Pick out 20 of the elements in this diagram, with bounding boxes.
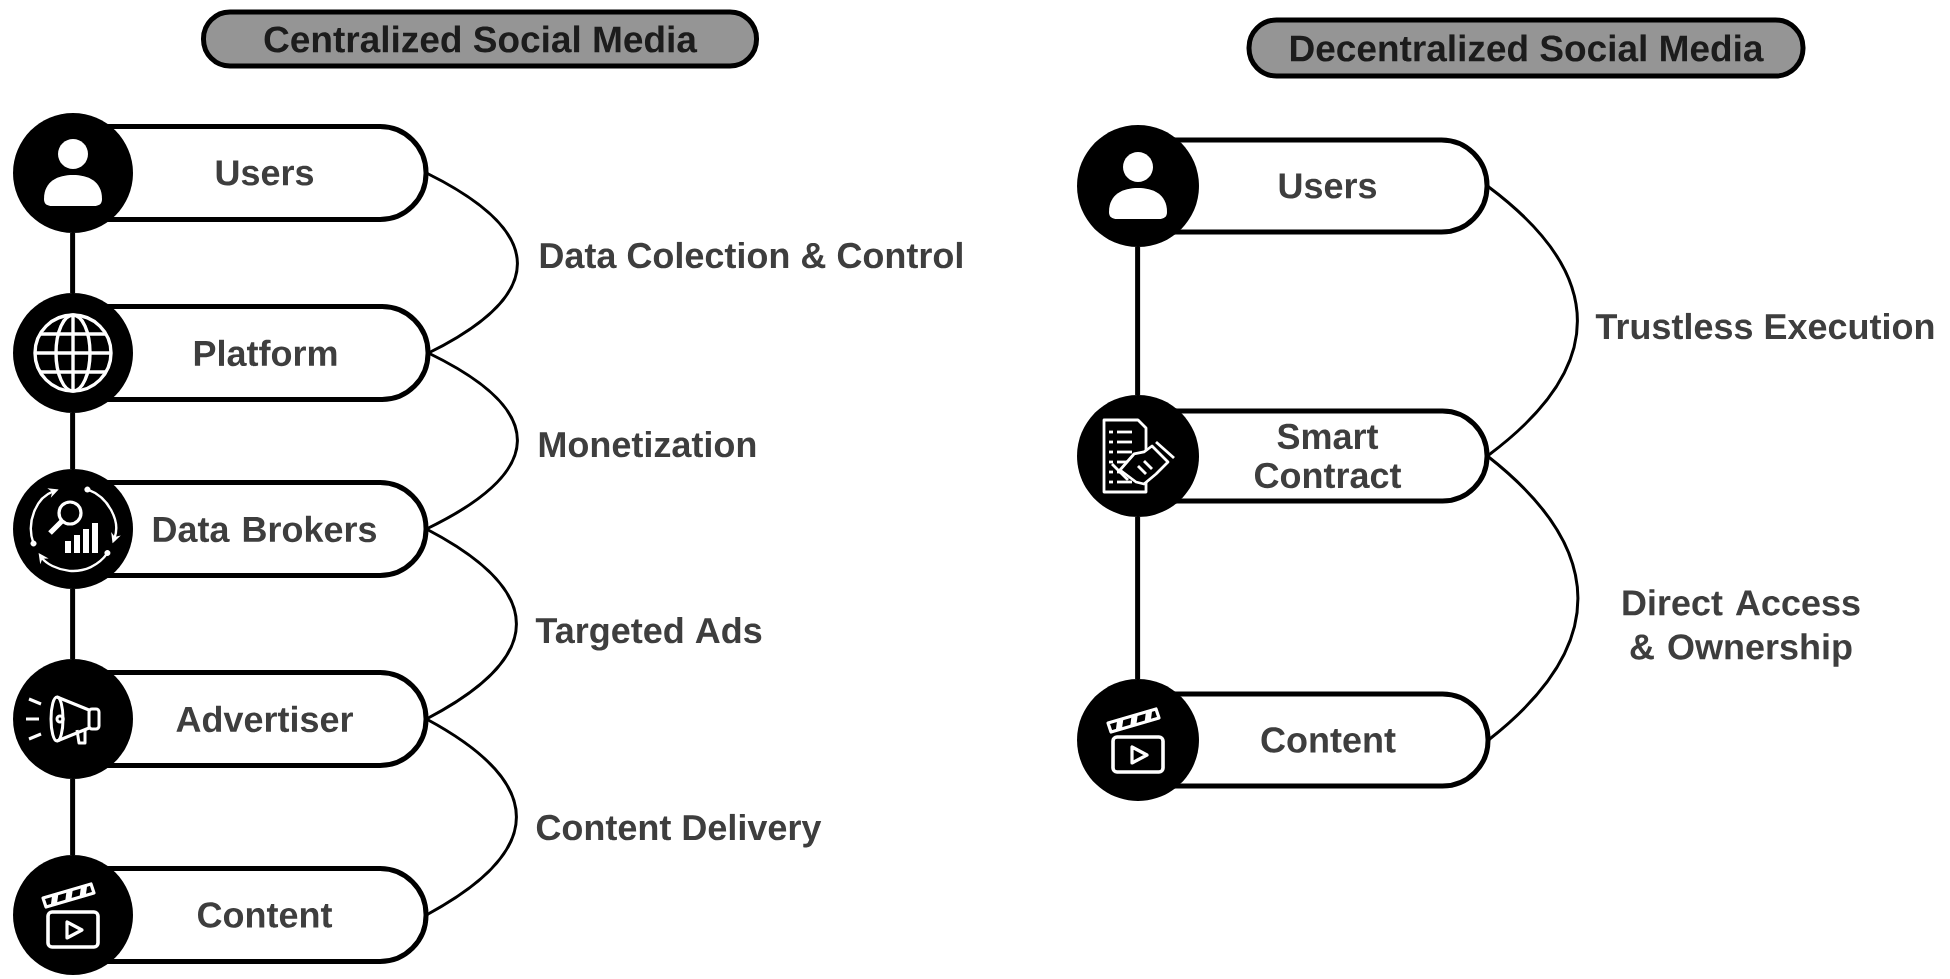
title-pill: Decentralized Social Media: [1246, 17, 1806, 79]
connector-line: [70, 589, 76, 659]
connector-line: [70, 233, 76, 293]
edge-label: Content Delivery: [536, 813, 822, 848]
edge-label: Data Colection & Control: [540, 241, 962, 269]
edge-label: Trustless Execution: [1595, 312, 1934, 340]
curved-connector: [425, 527, 518, 721]
connector-line: [1135, 517, 1141, 679]
connector-line: [1135, 247, 1141, 395]
curved-connector: [425, 717, 518, 917]
edge-label: Monetization: [539, 430, 756, 458]
curved-connector: [425, 351, 519, 531]
curved-connector: [1486, 454, 1580, 742]
connector-line: [70, 779, 76, 855]
edge-label: Targeted Ads: [535, 616, 762, 651]
curved-connector: [1486, 184, 1579, 458]
edge-label: Direct Access & Ownership: [1623, 589, 1860, 667]
connector-line: [70, 413, 76, 469]
curved-connector: [425, 171, 519, 355]
title-pill: Centralized Social Media: [201, 9, 759, 69]
